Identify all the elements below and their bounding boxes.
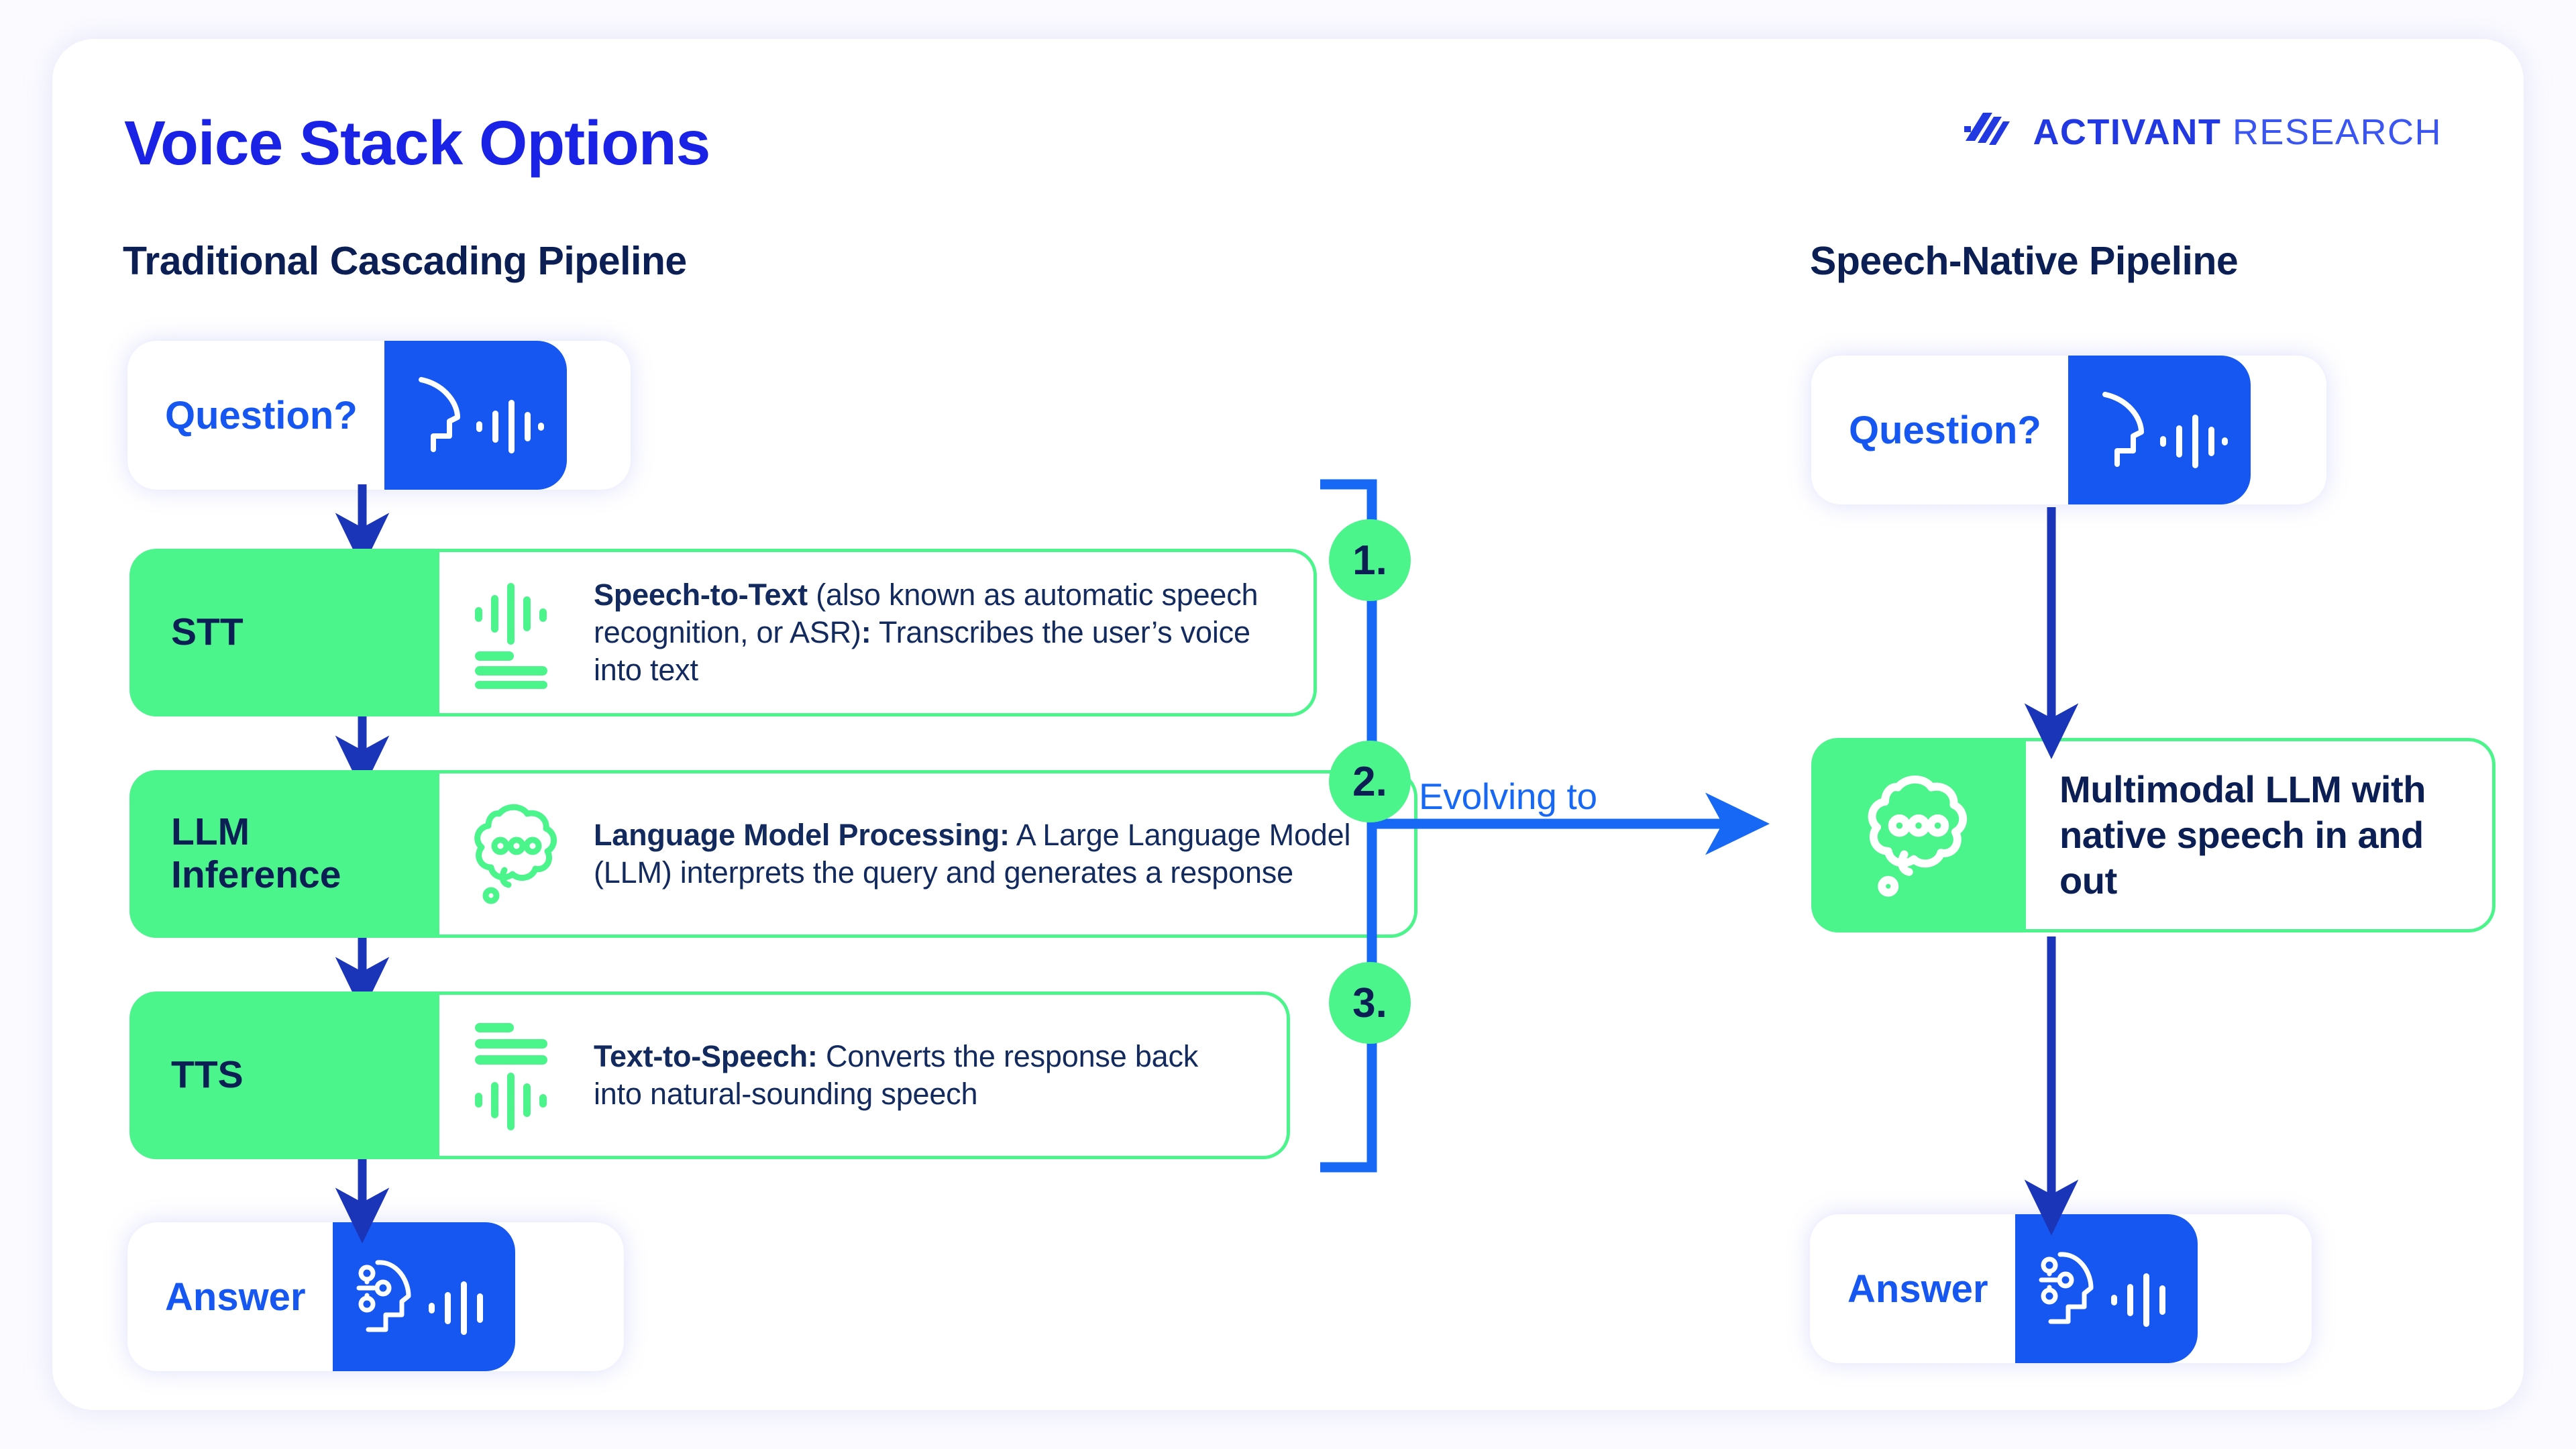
stage-badge-3: 3. <box>1329 962 1411 1044</box>
stage-name-tts: TTS <box>129 991 439 1159</box>
stage-text-stt-rest: (also known as automatic speech recognit… <box>594 577 1258 649</box>
logo-product: RESEARCH <box>2232 112 2442 152</box>
stage-text-llm-bold: Language Model Processing: <box>594 817 1010 852</box>
multimodal-llm-block[interactable]: Multimodal LLM with native speech in and… <box>1811 738 2496 932</box>
thought-bubble-dots-icon <box>1811 738 2026 932</box>
right-answer-label: Answer <box>1847 1267 1988 1311</box>
logo-wordmark: ACTIVANT RESEARCH <box>2033 111 2442 153</box>
ai-head-waveform-icon <box>332 1222 515 1371</box>
left-question-pill[interactable]: Question? <box>127 341 631 490</box>
stage-text-stt-bold: Speech-to-Text <box>594 577 808 612</box>
ai-head-waveform-icon <box>2015 1214 2198 1363</box>
stage-desc-stt: Speech-to-Text (also known as automatic … <box>439 549 1317 716</box>
left-answer-label: Answer <box>165 1275 306 1319</box>
stage-text-stt-tail: Transcribes the user’s voice into text <box>594 614 1250 688</box>
thought-bubble-dots-icon <box>439 798 594 910</box>
page-title: Voice Stack Options <box>124 108 710 178</box>
right-question-label: Question? <box>1849 408 2041 452</box>
multimodal-llm-text: Multimodal LLM with native speech in and… <box>2026 738 2496 932</box>
right-answer-pill[interactable]: Answer <box>1810 1214 2312 1363</box>
stage-text-stt: Speech-to-Text (also known as automatic … <box>594 576 1313 690</box>
text-to-waveform-icon <box>439 1019 594 1132</box>
stage-text-stt-boldtail: : <box>861 614 871 649</box>
logo-brand: ACTIVANT <box>2033 112 2222 152</box>
speaking-head-waveform-icon <box>384 341 567 490</box>
left-question-label: Question? <box>165 393 358 437</box>
stage-badge-1: 1. <box>1329 519 1411 601</box>
stage-text-tts-bold: Text-to-Speech: <box>594 1038 818 1073</box>
left-column-heading: Traditional Cascading Pipeline <box>123 239 687 283</box>
stage-name-stt: STT <box>129 549 439 716</box>
right-column-heading: Speech-Native Pipeline <box>1810 239 2239 283</box>
activant-chevrons-icon <box>1964 113 2010 145</box>
right-question-pill[interactable]: Question? <box>1811 356 2326 504</box>
stage-text-tts: Text-to-Speech: Converts the response ba… <box>594 1038 1287 1114</box>
stage-row-stt[interactable]: STT Speech-to-Text (al <box>129 519 1411 716</box>
stage-row-tts[interactable]: TTS Text-to-Speech: Co <box>129 962 1411 1159</box>
stage-badge-2: 2. <box>1329 741 1411 822</box>
stage-text-tts-rest: Converts the response back into natural-… <box>594 1038 1199 1111</box>
left-answer-pill[interactable]: Answer <box>127 1222 624 1371</box>
stage-text-llm: Language Model Processing: A Large Langu… <box>594 816 1414 892</box>
waveform-to-text-icon <box>439 576 594 689</box>
speaking-head-waveform-icon <box>2068 356 2251 504</box>
stage-desc-tts: Text-to-Speech: Converts the response ba… <box>439 991 1290 1159</box>
stage-text-llm-rest: A Large Language Model (LLM) interprets … <box>594 817 1351 890</box>
stage-desc-llm: Language Model Processing: A Large Langu… <box>439 770 1417 938</box>
brand-logo: ACTIVANT RESEARCH <box>1963 111 2442 153</box>
evolving-to-label: Evolving to <box>1419 775 1597 817</box>
main-card <box>52 39 2524 1410</box>
